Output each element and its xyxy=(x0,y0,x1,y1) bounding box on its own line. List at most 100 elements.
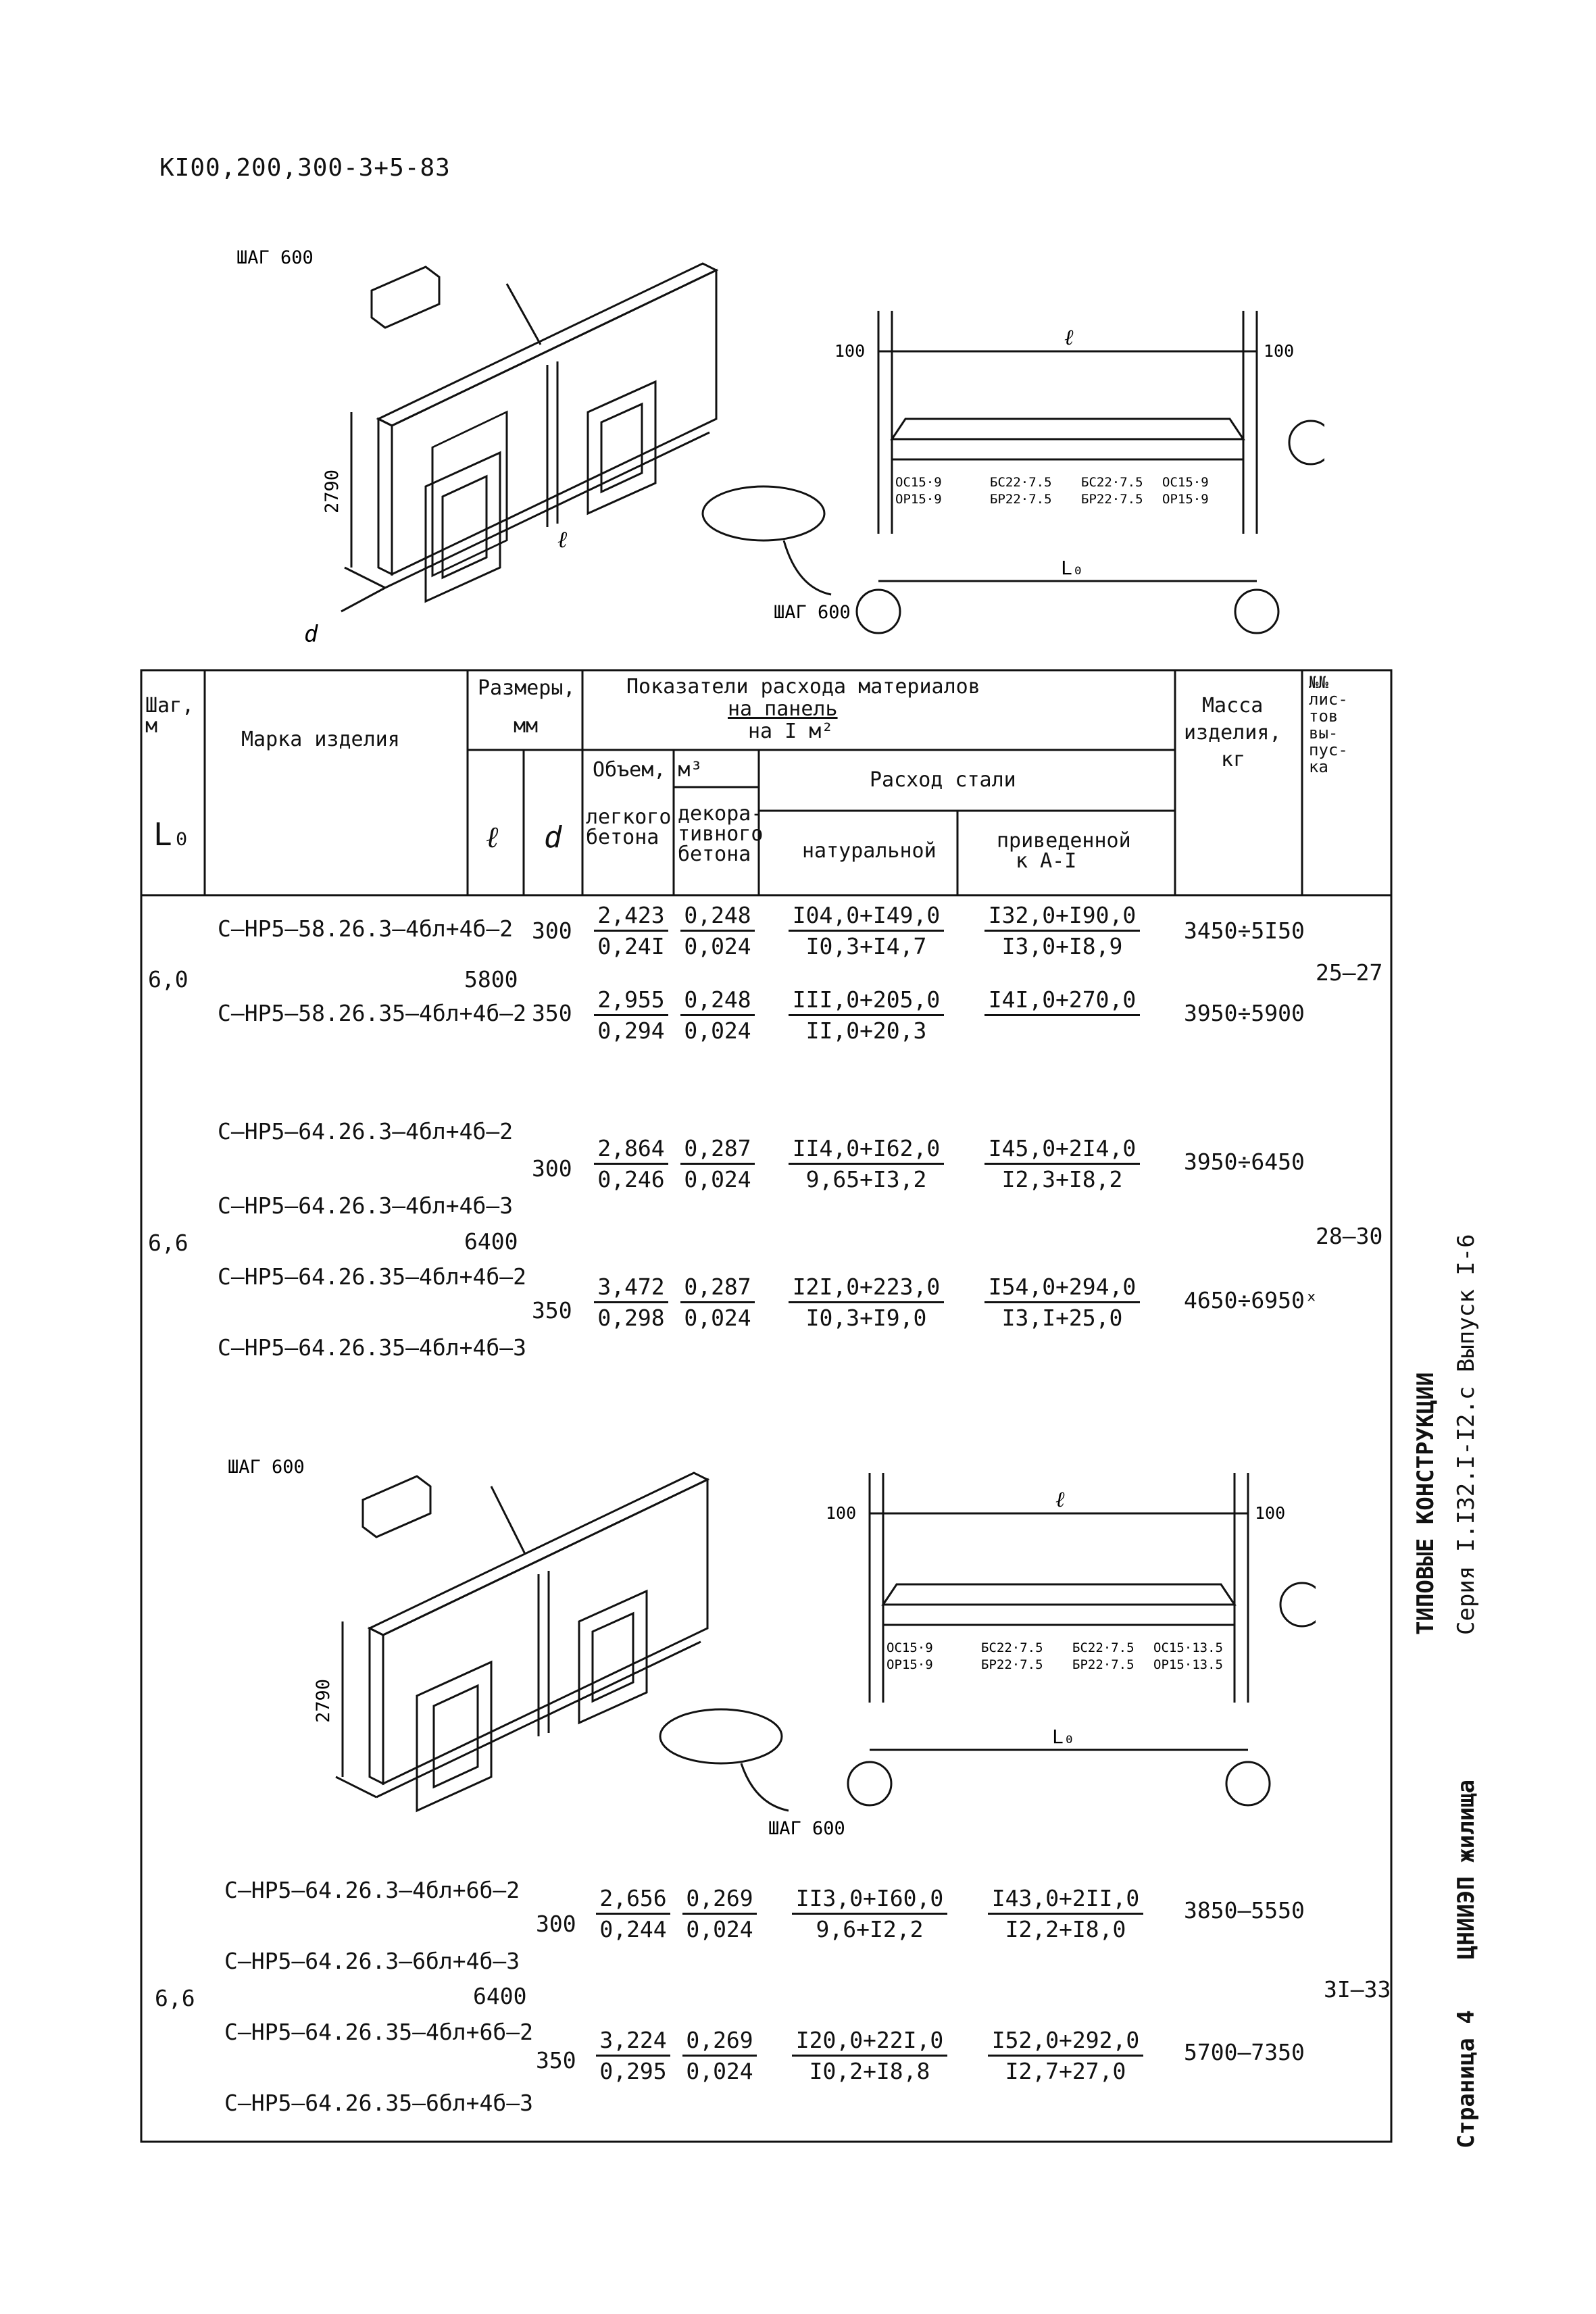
panel-drawing-bottom: ШАГ 600 ШАГ 600 2790 xyxy=(207,1432,917,1851)
hdr-L0: L₀ xyxy=(153,816,191,853)
length-symbol: ℓ xyxy=(557,526,567,553)
sec2-label-7: ОС15·13.5 xyxy=(1153,1640,1223,1655)
g3-mark-4: С–НР5–64.26.35–6бл+4б–3 xyxy=(224,2090,533,2116)
step-label-top-right: ШАГ 600 xyxy=(774,602,851,623)
panel-drawing-top: ШАГ 600 ШАГ 600 2790 ℓ d xyxy=(223,243,966,662)
hdr-sheets-1: №№ xyxy=(1309,673,1328,692)
g3-step: 6,6 xyxy=(155,1985,195,2011)
g2-r2-l: 350 xyxy=(532,1297,572,1324)
g2-mark-3: С–НР5–64.26.35–4бл+4б–2 xyxy=(218,1263,526,1290)
hdr-d: d xyxy=(544,820,562,855)
g1-r2-l: 350 xyxy=(532,1000,572,1026)
sec-label-1: ОС15·9 xyxy=(895,475,942,490)
hdr-deco-3: бетона xyxy=(678,842,751,866)
sec2-label-5: БС22·7.5 xyxy=(1072,1640,1134,1655)
hdr-reduced-2: к А-I xyxy=(1016,849,1077,873)
hdr-light-1: легкого xyxy=(586,805,672,829)
section-view-2: 100 100 ℓ L₀ ОС15·9 ОР15·9 БС22·7.5 БР22… xyxy=(826,1473,1325,1807)
side-series: Серия I.I32.I-I2.с Выпуск I-6 xyxy=(1453,1234,1480,1635)
g1-mark-2: С–НР5–58.26.35–4бл+4б–2 xyxy=(218,1000,526,1026)
g1-r1-l: 300 xyxy=(532,917,572,944)
hdr-mark: Марка изделия xyxy=(241,728,400,751)
sec-label-4: БР22·7.5 xyxy=(990,492,1052,507)
g1-L0: 5800 xyxy=(464,966,518,992)
g3-r2-mass: 5700–7350 xyxy=(1184,2039,1305,2065)
hdr-natural: натуральной xyxy=(802,839,937,863)
sec-label-5: БС22·7.5 xyxy=(1081,475,1143,490)
g1-r2-mass: 3950÷5900 xyxy=(1184,1000,1305,1026)
hdr-sheets-6: ка xyxy=(1309,757,1328,776)
hdr-l: ℓ xyxy=(486,820,499,855)
sec-label-3: БС22·7.5 xyxy=(990,475,1052,490)
hdr-indicators-1: Показатели расхода материалов xyxy=(626,675,980,699)
sec2-label-3: БС22·7.5 xyxy=(981,1640,1043,1655)
section2-span: ℓ xyxy=(1055,1486,1065,1512)
sec2-label-1: ОС15·9 xyxy=(887,1640,933,1655)
g2-step: 6,6 xyxy=(148,1230,189,1256)
g3-mark-3: С–НР5–64.26.35–4бл+6б–2 xyxy=(224,2019,533,2045)
hdr-mass-3: кг xyxy=(1221,748,1246,772)
hdr-sheets-4: вы- xyxy=(1309,724,1339,743)
section-view-1: 100 100 ℓ L₀ ОС15·9 ОР15·9 БС22·7.5 БР22… xyxy=(834,311,1334,634)
panel-isometric-2: ШАГ 600 ШАГ 600 2790 xyxy=(228,1457,845,1839)
g3-mark-2: С–НР5–64.26.3–6бл+4б–3 xyxy=(224,1948,520,1974)
sec-label-2: ОР15·9 xyxy=(895,492,942,507)
section-right-dim: 100 xyxy=(1264,341,1294,361)
materials-table: Шаг, м L₀ Марка изделия Размеры, мм ℓ d … xyxy=(140,669,1393,2143)
g1-mark-1: С–НР5–58.26.3–4бл+4б–2 xyxy=(218,915,514,942)
side-title: ТИПОВЫЕ КОНСТРУКЦИИ xyxy=(1412,1372,1439,1635)
g2-r1-mass: 3950÷6450 xyxy=(1184,1149,1305,1175)
sec-label-8: ОР15·9 xyxy=(1162,492,1209,507)
section-drawing-top: 100 100 ℓ L₀ ОС15·9 ОР15·9 БС22·7.5 БР22… xyxy=(824,297,1334,642)
sec2-label-2: ОР15·9 xyxy=(887,1657,933,1672)
hdr-deco-1: декора- xyxy=(678,802,764,826)
hdr-reduced-1: приведенной xyxy=(997,829,1131,853)
hdr-volume: Объем, м³ xyxy=(593,758,703,782)
section-base: L₀ xyxy=(1061,557,1084,579)
hdr-indicators-2: на панель xyxy=(728,697,838,721)
g2-mark-4: С–НР5–64.26.35–4бл+4б–3 xyxy=(218,1334,526,1361)
g2-sheets: 28–30 xyxy=(1316,1223,1383,1249)
section2-right-dim: 100 xyxy=(1255,1503,1285,1523)
g3-sheets: 3I–33 xyxy=(1324,1976,1391,2003)
g2-r1-l: 300 xyxy=(532,1155,572,1182)
document-code: KI00,200,300-3+5-83 xyxy=(159,154,451,182)
g2-r2-mass: 4650÷6950ˣ xyxy=(1184,1287,1318,1313)
hdr-sheets-5: пус- xyxy=(1309,740,1348,759)
panel-isometric-1: ШАГ 600 ШАГ 600 2790 ℓ d xyxy=(236,247,851,648)
section2-base: L₀ xyxy=(1052,1726,1075,1748)
g1-sheets: 25–27 xyxy=(1316,959,1383,986)
section2-left-dim: 100 xyxy=(826,1503,856,1523)
g3-r1-l: 300 xyxy=(536,1911,576,1937)
table-grid xyxy=(140,669,1393,2143)
step-label-top-left: ШАГ 600 xyxy=(236,247,314,268)
side-page: Страница 4 xyxy=(1453,2010,1480,2148)
g1-step: 6,0 xyxy=(148,966,189,992)
g3-mark-1: С–НР5–64.26.3–4бл+6б–2 xyxy=(224,1877,520,1903)
g1-r2-red: I4I,0+270,0 xyxy=(984,986,1140,1017)
g1-r1-mass: 3450÷5I50 xyxy=(1184,917,1305,944)
hdr-steel: Расход стали xyxy=(870,768,1016,792)
section-left-dim: 100 xyxy=(834,341,865,361)
g2-L0: 6400 xyxy=(464,1228,518,1255)
hdr-sizes: Размеры, xyxy=(478,676,576,700)
